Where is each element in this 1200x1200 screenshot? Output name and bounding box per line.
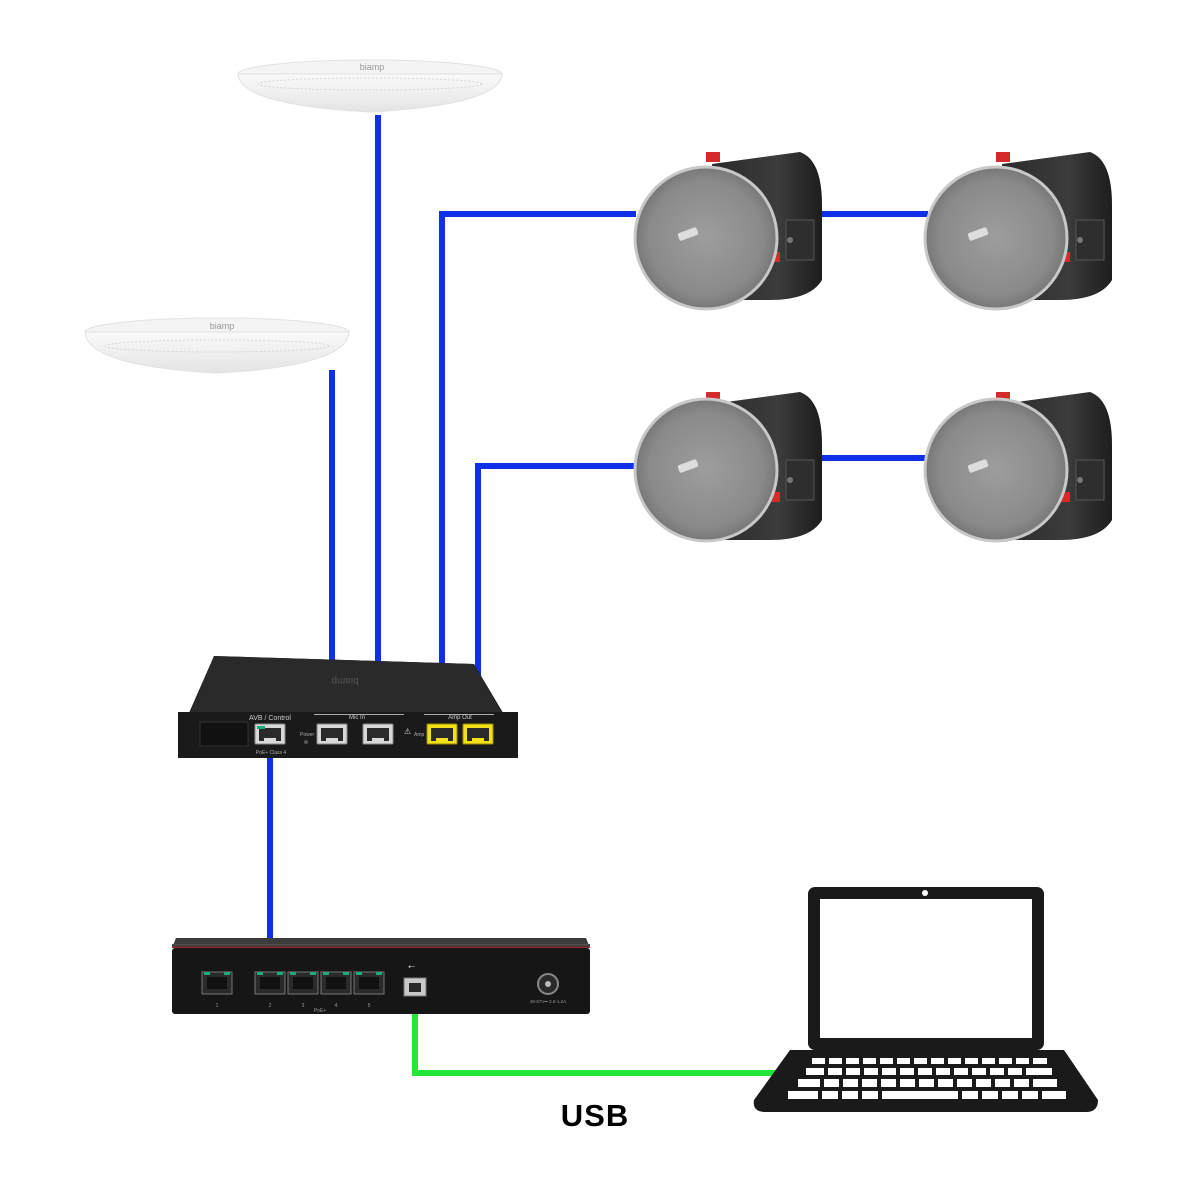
mic-1-brand-label: biamp bbox=[360, 62, 385, 72]
ceiling-speaker-2 bbox=[923, 152, 1112, 311]
ceiling-speaker-3 bbox=[633, 392, 822, 543]
laptop bbox=[753, 887, 1098, 1112]
webcam-icon bbox=[922, 890, 928, 896]
poe-network-switch: 1 2 3 4 5 PoE+ ⭠ 48-57V⎓ 2.6-1.2A bbox=[172, 938, 590, 1014]
switch-port-2-label: 2 bbox=[269, 1003, 272, 1009]
usb-cable bbox=[412, 990, 782, 1076]
switch-poe-label: PoE+ bbox=[314, 1008, 326, 1014]
usb-symbol-icon: ⭠ bbox=[408, 961, 415, 971]
expander-brand-label: biamp bbox=[331, 675, 359, 686]
expander-power-label: Power bbox=[300, 732, 315, 738]
amp-out-port-1[interactable] bbox=[426, 723, 458, 745]
amp-out-port-2[interactable] bbox=[462, 723, 494, 745]
ceiling-microphone-1: biamp bbox=[237, 59, 503, 113]
cable-speaker-row1-to-amp-out-1 bbox=[439, 211, 636, 735]
switch-port-3[interactable] bbox=[287, 971, 319, 995]
mic-in-port-1[interactable] bbox=[316, 723, 348, 745]
switch-port-4[interactable] bbox=[320, 971, 352, 995]
expander-mic-in-label: Mic In bbox=[349, 715, 365, 721]
mic-in-port-2[interactable] bbox=[362, 723, 394, 745]
expander-amp-out-label: Amp Out bbox=[448, 715, 472, 721]
usb-connection-label: USB bbox=[560, 1098, 630, 1133]
switch-power-rating-label: 48-57V⎓ 2.6-1.2A bbox=[530, 999, 566, 1004]
switch-port-1[interactable] bbox=[201, 971, 233, 995]
switch-port-5-label: 5 bbox=[368, 1003, 371, 1009]
ceiling-speaker-1 bbox=[633, 152, 822, 311]
switch-port-3-label: 3 bbox=[302, 1003, 305, 1009]
ceiling-microphone-2: biamp bbox=[84, 317, 350, 374]
expander-avb-label: AVB / Control bbox=[249, 715, 291, 722]
expander-poe-label: PoE+ Class 4 bbox=[256, 750, 287, 756]
switch-port-4-label: 4 bbox=[335, 1003, 338, 1009]
mic-2-brand-label: biamp bbox=[210, 321, 235, 331]
network-cables bbox=[267, 115, 928, 985]
switch-port-5[interactable] bbox=[353, 971, 385, 995]
cable-speaker-row2-to-amp-out-2 bbox=[475, 463, 640, 735]
warning-icon: ⚠ bbox=[404, 727, 411, 736]
avb-expander-amplifier: biamp AVB / Control PoE+ Class 4 Power M… bbox=[178, 656, 518, 758]
ceiling-speaker-4 bbox=[923, 392, 1112, 543]
switch-port-1-label: 1 bbox=[216, 1003, 219, 1009]
expander-amp-label: Amp bbox=[414, 732, 425, 738]
switch-port-2[interactable] bbox=[254, 971, 286, 995]
laptop-keyboard bbox=[788, 1058, 1066, 1099]
